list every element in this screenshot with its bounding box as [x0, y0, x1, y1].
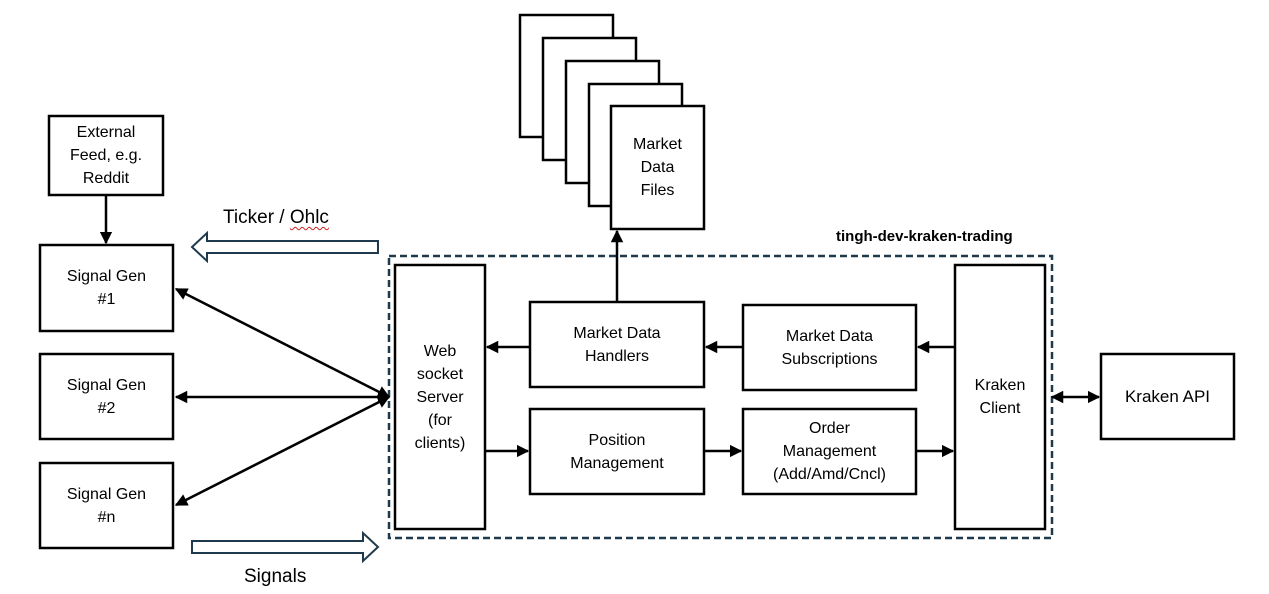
signal-gen-2-label: Signal Gen #2 [66, 376, 147, 417]
signals-label: Signals [244, 566, 307, 587]
position-management-box [528, 407, 706, 496]
arrow-server-signal-gen-1 [174, 287, 391, 399]
market-data-subscriptions-label: Market Data Subscriptions [781, 327, 878, 368]
market-data-files-label: Market Data Files [633, 136, 682, 199]
signal-gen-1-box [38, 243, 175, 333]
order-management-box [741, 407, 918, 496]
position-management-label: Position Management [570, 431, 664, 472]
kraken-client-label: Kraken Client [974, 377, 1026, 417]
market-data-handlers-box [528, 300, 706, 389]
market-data-handlers-label: Market Data Handlers [573, 324, 661, 365]
kraken-client-box [953, 263, 1047, 531]
system-boundary [387, 254, 1054, 540]
order-management-label: Order Management (Add/Amd/Cncl) [773, 420, 886, 483]
kraken-api-label: Kraken API [1124, 387, 1211, 406]
external-feed-box [47, 114, 165, 197]
signal-gen-1-label: Signal Gen #1 [66, 268, 147, 308]
boundary-label: tingh-dev-kraken-trading [836, 228, 1013, 245]
signal-gen-n-box [38, 461, 175, 550]
websocket-server-box [393, 263, 487, 531]
market-data-subscriptions-box [741, 303, 918, 392]
ticker-ohlc-prefix: Ticker / [223, 207, 290, 228]
signal-gen-2-box [38, 352, 175, 441]
ticker-ohlc-flow-arrow [190, 230, 379, 264]
arrow-server-signal-gen-n [174, 395, 391, 507]
websocket-server-label: Web socket Server (for clients) [414, 342, 466, 452]
market-data-files-box [609, 104, 706, 231]
signal-gen-n-label: Signal Gen #n [66, 485, 147, 526]
external-feed-label: External Feed, e.g. Reddit [69, 124, 143, 187]
ticker-ohlc-word: Ohlc [289, 207, 329, 228]
ticker-ohlc-label: Ticker / Ohlc [223, 207, 329, 229]
market-data-files-stack [518, 13, 706, 231]
signals-flow-arrow [191, 530, 380, 564]
kraken-api-box [1099, 352, 1236, 441]
